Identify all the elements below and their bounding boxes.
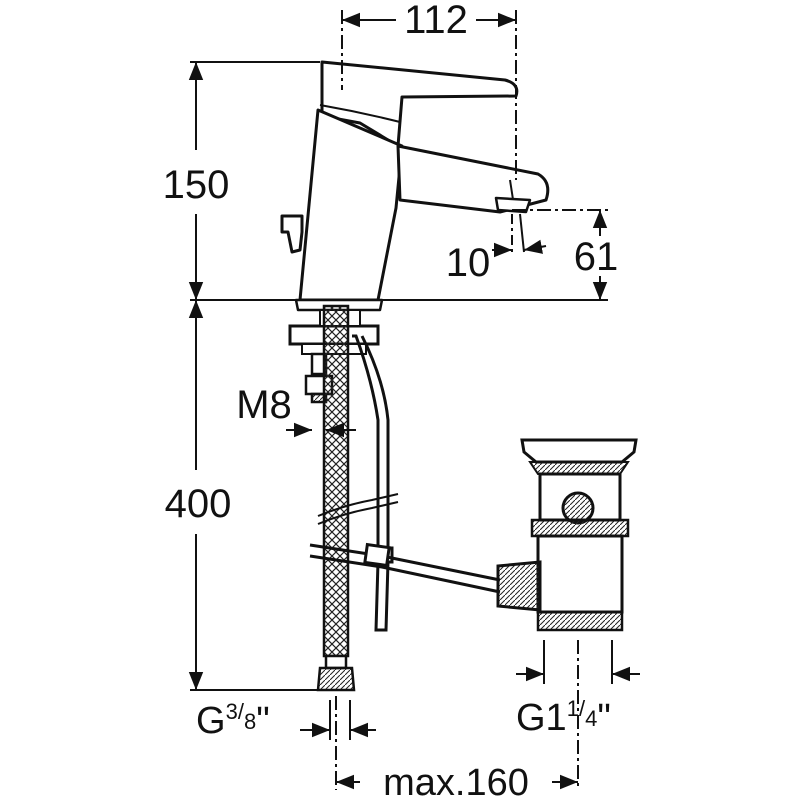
dim-waste-thread: G11/4": [516, 696, 611, 739]
fixing-stud: [304, 352, 334, 404]
popup-waste: [496, 438, 638, 632]
waste-screw: [561, 491, 595, 525]
flexible-hose: [316, 304, 356, 692]
popup-rod: [352, 334, 394, 632]
dim-height-above-deck: 150: [163, 163, 230, 207]
popup-knob: [280, 214, 304, 254]
dim-hose-length: 400: [165, 482, 232, 526]
faucet-body: [280, 60, 550, 312]
waste-plug: [520, 438, 638, 464]
dim-spout-angle: 10: [446, 241, 491, 285]
dim-max-distance: max.160: [383, 762, 529, 800]
linkage-rod: [309, 542, 501, 594]
hose-nut: [316, 666, 356, 692]
dim-fixing-thread: M8: [236, 383, 292, 427]
dim-supply-thread: G3/8": [196, 699, 270, 742]
break-line: [317, 493, 399, 525]
faucet-column: [298, 108, 404, 302]
aerator: [494, 196, 532, 214]
dim-spout-reach: 112: [404, 0, 468, 42]
dimension-lines: [188, 10, 640, 790]
dim-spout-clearance: 61: [574, 235, 619, 279]
